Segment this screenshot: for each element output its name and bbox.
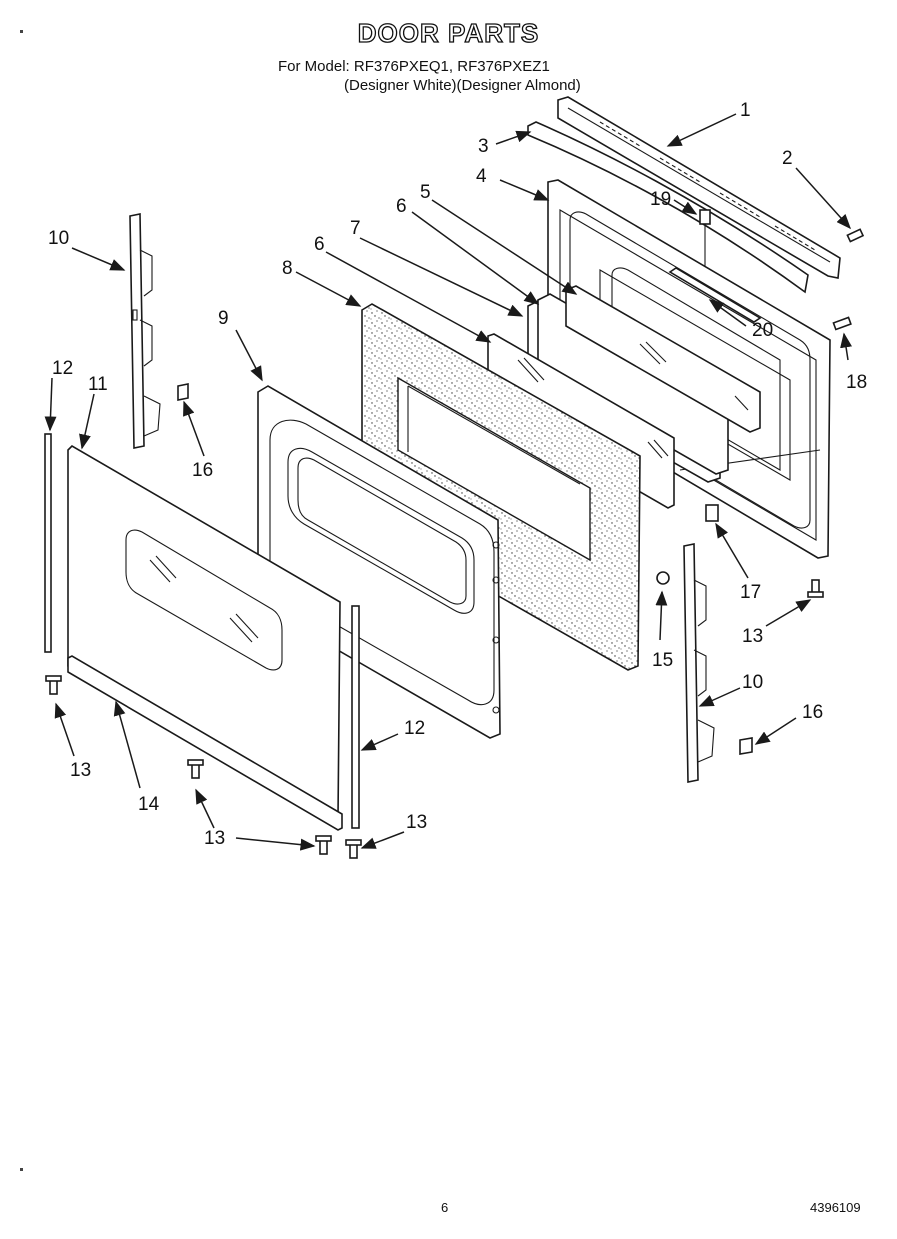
clip-17: [705, 504, 719, 522]
callout-9: 9: [218, 308, 229, 329]
callout-17: 17: [740, 582, 761, 603]
variant-line: (Designer White)(Designer Almond): [344, 77, 581, 94]
callout-12b: 12: [404, 718, 425, 739]
vent-baffle: [527, 121, 809, 294]
callout-5: 5: [420, 182, 431, 203]
callout-4: 4: [476, 166, 487, 187]
callout-16b: 16: [802, 702, 823, 723]
callout-13a: 13: [742, 626, 763, 647]
callout-13b: 13: [70, 760, 91, 781]
callout-labels: 1 2 3 4 5 6 7 6 8 9 10 12 11 16 19 20 18…: [48, 100, 867, 849]
callout-11: 11: [88, 374, 108, 395]
screw-13-right: [807, 579, 824, 598]
screw-2: [846, 228, 865, 243]
callout-13c: 13: [406, 812, 427, 833]
callout-3: 3: [478, 136, 489, 157]
callout-10a: 10: [48, 228, 69, 249]
screw-13-bottom-c: [345, 839, 362, 859]
callout-13d: 13: [204, 828, 225, 849]
callout-14: 14: [138, 794, 160, 815]
gasket-strip: [668, 267, 762, 323]
callout-20: 20: [752, 320, 773, 341]
left-side-trim: [44, 433, 52, 653]
callout-7: 7: [350, 218, 361, 239]
bumper-15: [656, 571, 670, 585]
page-number: 6: [441, 1200, 449, 1215]
door-top-vent-trim: [557, 96, 841, 279]
callout-12a: 12: [52, 358, 73, 379]
leader-lines: [44, 113, 852, 851]
callout-19: 19: [650, 189, 671, 210]
right-side-trim: [351, 605, 360, 829]
callout-6a: 6: [396, 196, 407, 217]
door-insulation: [361, 303, 641, 671]
right-hinge-channel: [683, 543, 715, 783]
clip-16-left: [177, 383, 189, 401]
door-bottom-trim: [67, 655, 343, 831]
callout-8: 8: [282, 258, 293, 279]
callout-18: 18: [846, 372, 867, 393]
screw-13-left: [45, 675, 62, 695]
screw-13-bottom-b: [315, 835, 332, 855]
clip-16-right: [739, 737, 753, 755]
callout-16a: 16: [192, 460, 213, 481]
model-line: For Model: RF376PXEQ1, RF376PXEZ1: [278, 58, 550, 75]
callout-15: 15: [652, 650, 673, 671]
document-number: 4396109: [810, 1200, 861, 1215]
callout-1: 1: [740, 100, 751, 121]
callout-10b: 10: [742, 672, 763, 693]
screw-18: [832, 316, 852, 331]
callout-2: 2: [782, 148, 793, 169]
screw-13-bottom-a: [187, 759, 204, 779]
page-title: DOOR PARTS: [357, 17, 540, 48]
callout-6b: 6: [314, 234, 325, 255]
corner-mark: [20, 30, 23, 33]
corner-mark: [20, 1168, 23, 1171]
left-hinge-channel: [129, 213, 161, 449]
